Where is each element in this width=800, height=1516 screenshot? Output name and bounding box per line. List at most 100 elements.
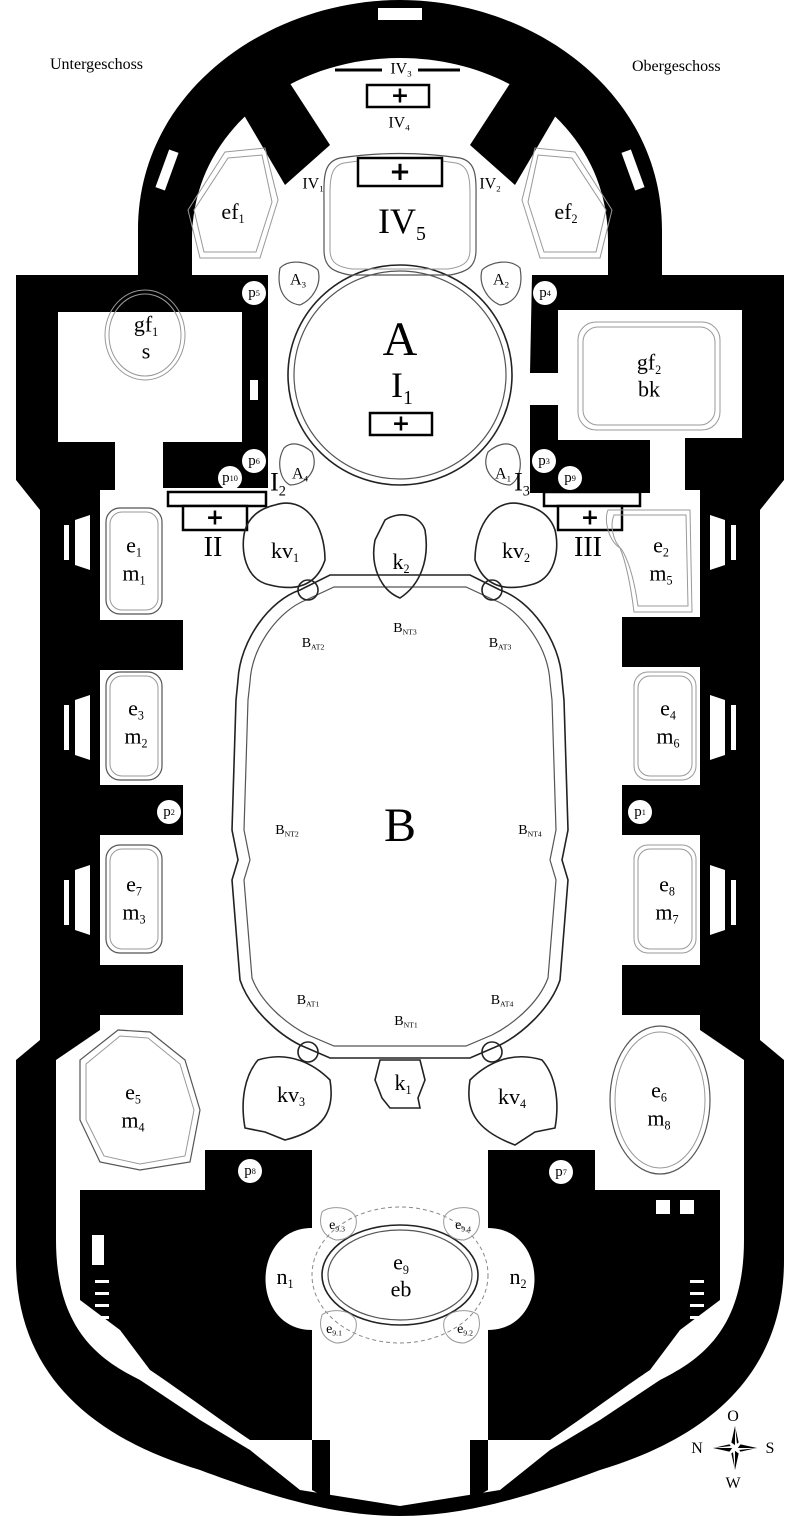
- e5-frame: [79, 1029, 201, 1171]
- cross-icon: +: [205, 505, 225, 531]
- left-stair-arc: [178, 275, 265, 305]
- compass-west-label: W: [725, 1475, 741, 1492]
- e4-frame: [633, 671, 697, 781]
- kv1-shape: [242, 502, 326, 589]
- e9-frame: [321, 1224, 479, 1326]
- a3-label: A3: [290, 271, 306, 290]
- apse-wall: [138, 0, 662, 280]
- b-at1-label: BAT1: [296, 992, 320, 1009]
- k2-shape: [373, 514, 428, 599]
- altar-iv5-label: IV5: [378, 201, 426, 246]
- floor-label-obergeschoss: Obergeschoss: [632, 58, 721, 75]
- space-a-label: A: [382, 313, 418, 366]
- niche-n1: [265, 1228, 312, 1330]
- a2-blob: [480, 261, 522, 306]
- niche-n1-label: n1: [276, 1263, 294, 1292]
- k1-label: k1: [394, 1069, 412, 1098]
- left-sacristy-walls: [16, 275, 268, 490]
- cross-icon: +: [389, 157, 411, 187]
- left-stairs: [92, 1235, 109, 1319]
- e7-frame: [105, 844, 163, 954]
- kv2-shape: [474, 502, 558, 589]
- ef1-frame: [187, 147, 279, 259]
- a3-blob: [278, 261, 320, 306]
- altar-iv2-label: IV2: [479, 175, 501, 194]
- apse-window-right: [621, 149, 645, 191]
- cross-icon: +: [580, 505, 600, 531]
- a2-label: A2: [493, 271, 509, 290]
- a1-label: A1: [495, 465, 511, 484]
- altar-iii-step: [542, 490, 642, 508]
- e9-2-label: e9.2: [457, 1321, 473, 1338]
- kv4-label: kv4: [497, 1083, 527, 1112]
- gf1-frame: [104, 289, 186, 381]
- e1-frame: [105, 507, 163, 615]
- e9-4-label: e9.4: [455, 1217, 471, 1234]
- e8-frame: [633, 844, 697, 954]
- kv2-label: kv2: [501, 537, 531, 566]
- cross-icon: +: [390, 83, 410, 109]
- e9-dashed: [311, 1206, 489, 1344]
- e9-1-label: e9.1: [326, 1321, 342, 1338]
- altar-ii-table: [181, 504, 249, 532]
- b-nt4-label: BNT4: [518, 822, 542, 839]
- left-outer-wall: [16, 280, 784, 1516]
- altar-iv4: [365, 83, 431, 109]
- b-at3-label: BAT3: [488, 635, 512, 652]
- apse-buttress-left: [228, 68, 330, 185]
- e6-frame: [609, 1025, 711, 1175]
- kv4-shape: [468, 1056, 558, 1146]
- kv4-ornament: [481, 1041, 503, 1063]
- apse-window-top: [378, 8, 422, 20]
- space-a-outline: [287, 264, 513, 486]
- altar-iv3-label: IV3: [390, 60, 412, 79]
- gf2-frame: [577, 321, 721, 431]
- kv2-ornament: [481, 579, 503, 601]
- iv5-frame: [323, 152, 477, 276]
- ef2-label: ef2: [554, 198, 578, 227]
- entrance-steps: [312, 1440, 488, 1500]
- altar-iv5: [356, 156, 444, 188]
- ef1-label: ef1: [221, 198, 245, 227]
- altar-ii-step: [166, 490, 268, 508]
- e9-3-label: e9.3: [329, 1217, 345, 1234]
- altar-iii-label: III: [574, 532, 602, 563]
- altar-iv4-label: IV4: [388, 114, 410, 133]
- kv3-label: kv3: [276, 1081, 306, 1110]
- b-at4-label: BAT4: [490, 992, 514, 1009]
- e2-frame: [606, 509, 693, 613]
- altar-i2-label: I2: [270, 467, 286, 500]
- b-nt1-label: BNT1: [394, 1013, 418, 1030]
- altar-iv1-label: IV1: [302, 175, 324, 194]
- space-b-label: B: [383, 799, 417, 852]
- compass-south-label: S: [765, 1440, 775, 1457]
- ef2-frame: [521, 147, 613, 259]
- altar-i3-label: I3: [514, 467, 530, 500]
- a4-label: A4: [292, 465, 308, 484]
- e9-3-blob: [320, 1207, 357, 1241]
- kv3-ornament: [297, 1041, 319, 1063]
- b-nt2-label: BNT2: [275, 822, 299, 839]
- compass-rose-icon: [713, 1426, 757, 1470]
- niche-n2: [488, 1228, 535, 1330]
- b-at2-label: BAT2: [301, 635, 325, 652]
- altar-ii-label: II: [203, 532, 223, 563]
- e3-frame: [105, 671, 163, 781]
